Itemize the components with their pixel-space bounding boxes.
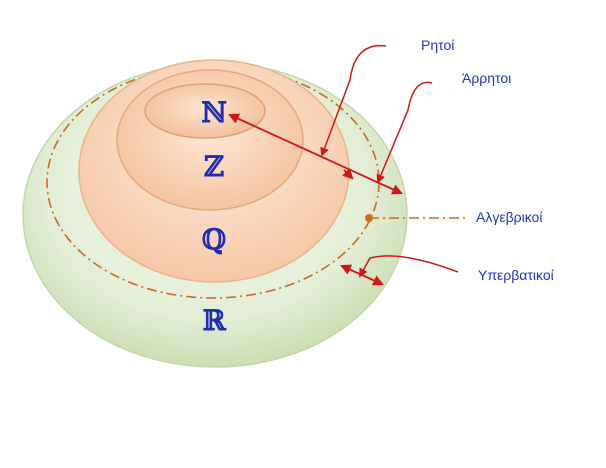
integers-symbol: ℤ bbox=[204, 150, 225, 183]
naturals-symbol: ℕ bbox=[201, 96, 227, 129]
rationals-symbol: ℚ bbox=[202, 223, 226, 256]
reals-symbol: ℝ bbox=[202, 304, 227, 337]
algebraic-dot bbox=[365, 214, 373, 222]
rationals-leader bbox=[320, 44, 387, 157]
irrationals-leader bbox=[376, 81, 433, 184]
transcendental-label: Υπερβατικοί bbox=[478, 267, 554, 283]
algebraic-label: Αλγεβρικοί bbox=[476, 209, 542, 225]
transcendental-leader bbox=[359, 255, 459, 278]
rationals-boundary-tick bbox=[342, 168, 354, 180]
rationals-irrationals-arrow bbox=[228, 113, 403, 195]
rationals-label: Ρητοί bbox=[421, 37, 454, 53]
irrationals-label: Άρρητοι bbox=[462, 70, 511, 86]
